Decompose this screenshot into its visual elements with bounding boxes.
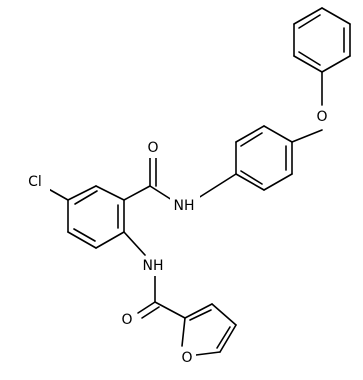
atom-top-carbonyl-oxygen: O — [144, 138, 162, 158]
atom-ether-oxygen: O — [313, 107, 331, 127]
furan-ring — [181, 303, 237, 356]
ether-bonds — [291, 71, 323, 143]
bottom-amide-bonds — [123, 231, 186, 319]
phenoxyphenyl-ring — [235, 125, 293, 191]
bottom-carbonyl-oxygen-label: O — [121, 312, 132, 328]
atom-bottom-carbonyl-oxygen: O — [118, 310, 136, 330]
atom-furan-oxygen: O — [178, 348, 196, 368]
terminal-phenyl-ring — [293, 7, 351, 73]
top-carbonyl-oxygen-label: O — [147, 140, 158, 156]
furan-oxygen-label: O — [181, 350, 192, 366]
top-amide-nh-label: NH — [174, 198, 195, 214]
atom-chlorine: Cl — [22, 172, 50, 192]
central-benzene-ring — [67, 185, 125, 249]
ether-oxygen-label: O — [316, 109, 327, 125]
chlorine-label: Cl — [28, 174, 42, 190]
top-amide-bonds — [123, 157, 237, 201]
atom-top-amide-nh: NH — [170, 196, 200, 216]
bottom-amide-nh-label: NH — [143, 258, 164, 274]
atom-bottom-amide-nh: NH — [138, 256, 168, 276]
